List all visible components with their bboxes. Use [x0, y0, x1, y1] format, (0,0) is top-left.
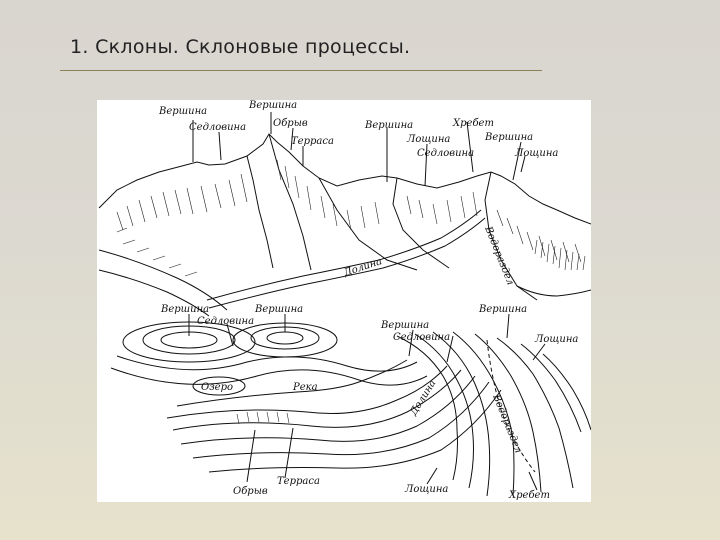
label-cliff: Обрыв: [273, 118, 308, 129]
map-label-saddle-2: Седловина: [393, 332, 450, 343]
map-label-hollow-1: Лощина: [534, 334, 578, 345]
map-label-peak-1: Вершина: [160, 304, 209, 315]
label-ridge: Хребет: [452, 118, 494, 129]
label-saddle-2: Седловина: [417, 148, 474, 159]
map-label-peak-4: Вершина: [478, 304, 527, 315]
map-label-lake: Озеро: [201, 382, 233, 393]
relief-illustration: Вершина Вершина Седловина Обрыв Терраса …: [97, 100, 591, 502]
map-label-peak-2: Вершина: [254, 304, 303, 315]
label-peak-4: Вершина: [484, 132, 533, 143]
label-hollow-2: Лощина: [514, 148, 558, 159]
contour-map-drawing: [110, 313, 591, 497]
map-label-watershed: Водораздел: [490, 392, 524, 455]
map-label-valley: Долина: [408, 378, 439, 418]
label-hollow-1: Лощина: [406, 134, 450, 145]
map-label-hollow-2: Лощина: [404, 484, 448, 495]
label-watershed: Водораздел: [482, 224, 516, 287]
map-label-ridge: Хребет: [508, 490, 550, 501]
slide-title: 1. Склоны. Склоновые процессы.: [70, 36, 411, 58]
landscape-drawing: [98, 112, 591, 317]
map-label-cliff: Обрыв: [233, 486, 268, 497]
map-label-saddle-1: Седловина: [197, 316, 254, 327]
map-label-peak-3: Вершина: [380, 320, 429, 331]
label-peak-3: Вершина: [364, 120, 413, 131]
map-label-terrace: Терраса: [277, 476, 320, 487]
label-terrace: Терраса: [291, 136, 334, 147]
label-valley: Долина: [342, 256, 384, 279]
label-peak-2: Вершина: [248, 100, 297, 111]
label-peak-1: Вершина: [158, 106, 207, 117]
title-underline: [60, 70, 542, 71]
label-saddle-1: Седловина: [189, 122, 246, 133]
map-label-river: Река: [292, 382, 318, 393]
